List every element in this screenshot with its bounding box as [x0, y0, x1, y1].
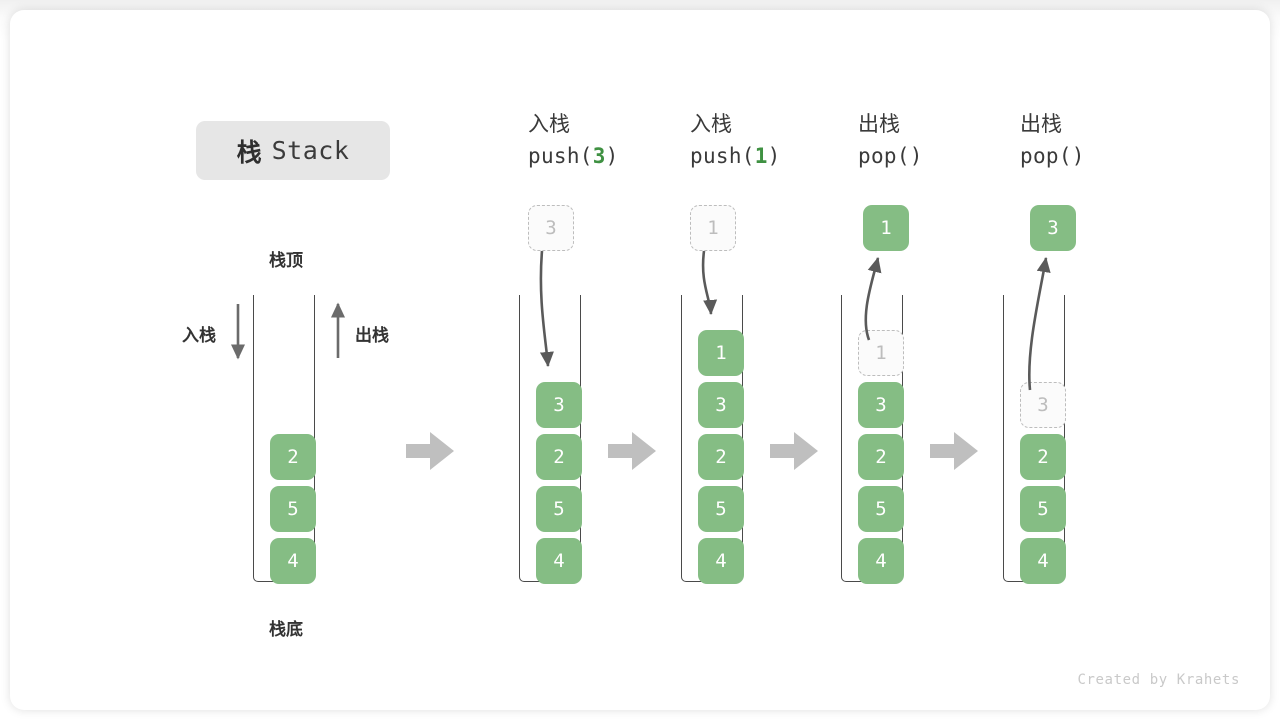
step-code-prefix: pop(: [858, 144, 910, 168]
diagram-card: 栈 Stack 栈顶 栈底 入栈 出栈 入栈 push(3) 入栈 push(1…: [10, 10, 1270, 710]
step-title-cn: 入栈: [690, 113, 732, 136]
stack-cell: 2: [698, 434, 744, 480]
stack-cell: 3: [698, 382, 744, 428]
outgoing-value-box: 1: [863, 205, 909, 251]
stack-cell: 2: [858, 434, 904, 480]
stack-cell: 5: [536, 486, 582, 532]
stack-cell: 4: [858, 538, 904, 584]
stack-cell: 4: [1020, 538, 1066, 584]
step-code-suffix: ): [767, 144, 781, 168]
incoming-value-box: 3: [528, 205, 574, 251]
step-code-prefix: push(: [690, 144, 755, 168]
credit-label: Created by Krahets: [1077, 672, 1240, 688]
stack-cell: 1: [698, 330, 744, 376]
stack-bottom-label: 栈底: [269, 620, 303, 639]
stack-cell: 4: [536, 538, 582, 584]
stack-cell: 4: [698, 538, 744, 584]
step-header-pop-3: 出栈 pop(): [1020, 110, 1085, 172]
step-code-prefix: pop(: [1020, 144, 1072, 168]
stack-cell: 3: [858, 382, 904, 428]
step-title-cn: 入栈: [528, 113, 570, 136]
step-code: pop(): [1020, 140, 1085, 172]
step-code-arg: 3: [592, 144, 606, 168]
step-header-push-3: 入栈 push(3): [528, 110, 619, 172]
step-header-push-1: 入栈 push(1): [690, 110, 781, 172]
step-code: push(3): [528, 140, 619, 172]
stack-top-label: 栈顶: [269, 251, 303, 270]
stack-cell: 2: [270, 434, 316, 480]
incoming-value-box: 1: [690, 205, 736, 251]
step-connector-arrow-icon: [770, 432, 818, 470]
title-label-en: Stack: [271, 136, 350, 165]
stack-cell: 2: [1020, 434, 1066, 480]
stack-cell: 5: [1020, 486, 1066, 532]
step-connector-arrow-icon: [608, 432, 656, 470]
step-title-cn: 出栈: [858, 113, 900, 136]
stack-cell: 3: [1020, 382, 1066, 428]
pop-direction-label: 出栈: [355, 326, 389, 345]
step-connector-arrow-icon: [406, 432, 454, 470]
step-header-pop-1: 出栈 pop(): [858, 110, 923, 172]
title-label-cn: 栈: [236, 138, 262, 167]
stack-cell: 5: [858, 486, 904, 532]
step-connector-arrow-icon: [930, 432, 978, 470]
stack-cell: 3: [536, 382, 582, 428]
stack-cell: 2: [536, 434, 582, 480]
push-direction-label: 入栈: [182, 326, 216, 345]
title-badge: 栈 Stack: [196, 121, 390, 180]
step-code: pop(): [858, 140, 923, 172]
step-code-suffix: ): [1071, 144, 1085, 168]
stack-cell: 5: [698, 486, 744, 532]
stack-cell: 4: [270, 538, 316, 584]
outgoing-value-box: 3: [1030, 205, 1076, 251]
step-code-prefix: push(: [528, 144, 593, 168]
stack-cell: 5: [270, 486, 316, 532]
step-code-suffix: ): [605, 144, 619, 168]
step-code-arg: 1: [754, 144, 768, 168]
step-code-suffix: ): [909, 144, 923, 168]
stack-cell: 1: [858, 330, 904, 376]
step-code: push(1): [690, 140, 781, 172]
step-title-cn: 出栈: [1020, 113, 1062, 136]
